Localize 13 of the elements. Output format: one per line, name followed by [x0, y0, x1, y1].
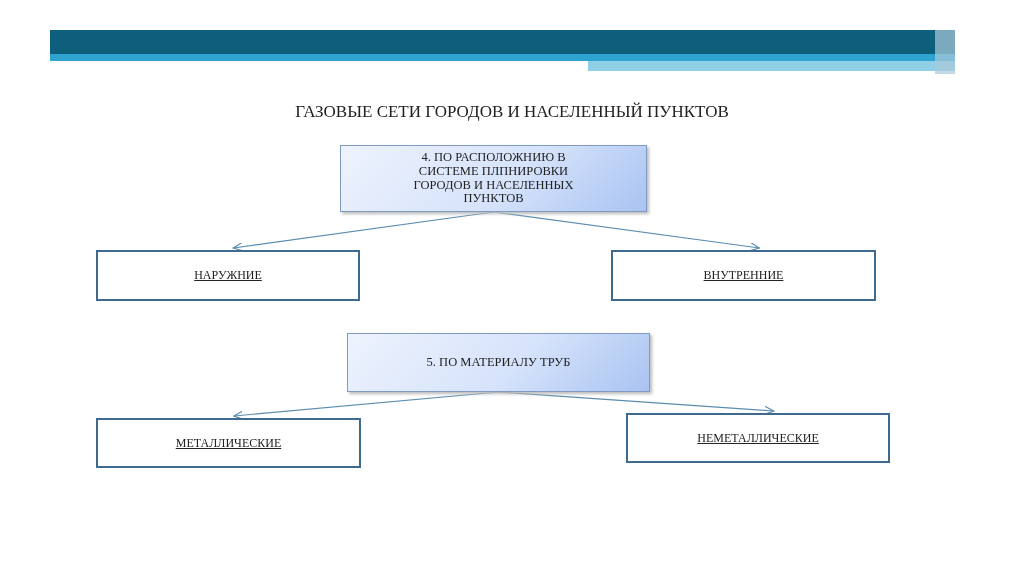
option-box [611, 250, 876, 301]
option-box [626, 413, 890, 463]
node-text: 4. ПО РАСПОЛОЖНИЮ В СИСТЕМЕ ПЛПНИРОВКИ ГОРОДОВ И НАСЕЛЕННЫХ ПУНКТОВ [412, 151, 575, 206]
node-text: МЕТАЛЛИЧЕСКИЕ [175, 435, 282, 451]
node-text: НАРУЖНИЕ [194, 268, 262, 283]
node-text: НЕМЕТАЛЛИЧЕСКИЕ [697, 430, 819, 446]
option-box [96, 250, 360, 301]
diagram-title: ГАЗОВЫЕ СЕТИ ГОРОДОВ И НАСЕЛЕННЫЙ ПУНКТОВ [294, 102, 730, 122]
option-box [96, 418, 361, 468]
node-text: 5. ПО МАТЕРИАЛУ ТРУБ [426, 355, 571, 370]
category-box [340, 145, 647, 212]
category-box [347, 333, 650, 392]
node-text: ВНУТРЕННИЕ [703, 268, 784, 283]
